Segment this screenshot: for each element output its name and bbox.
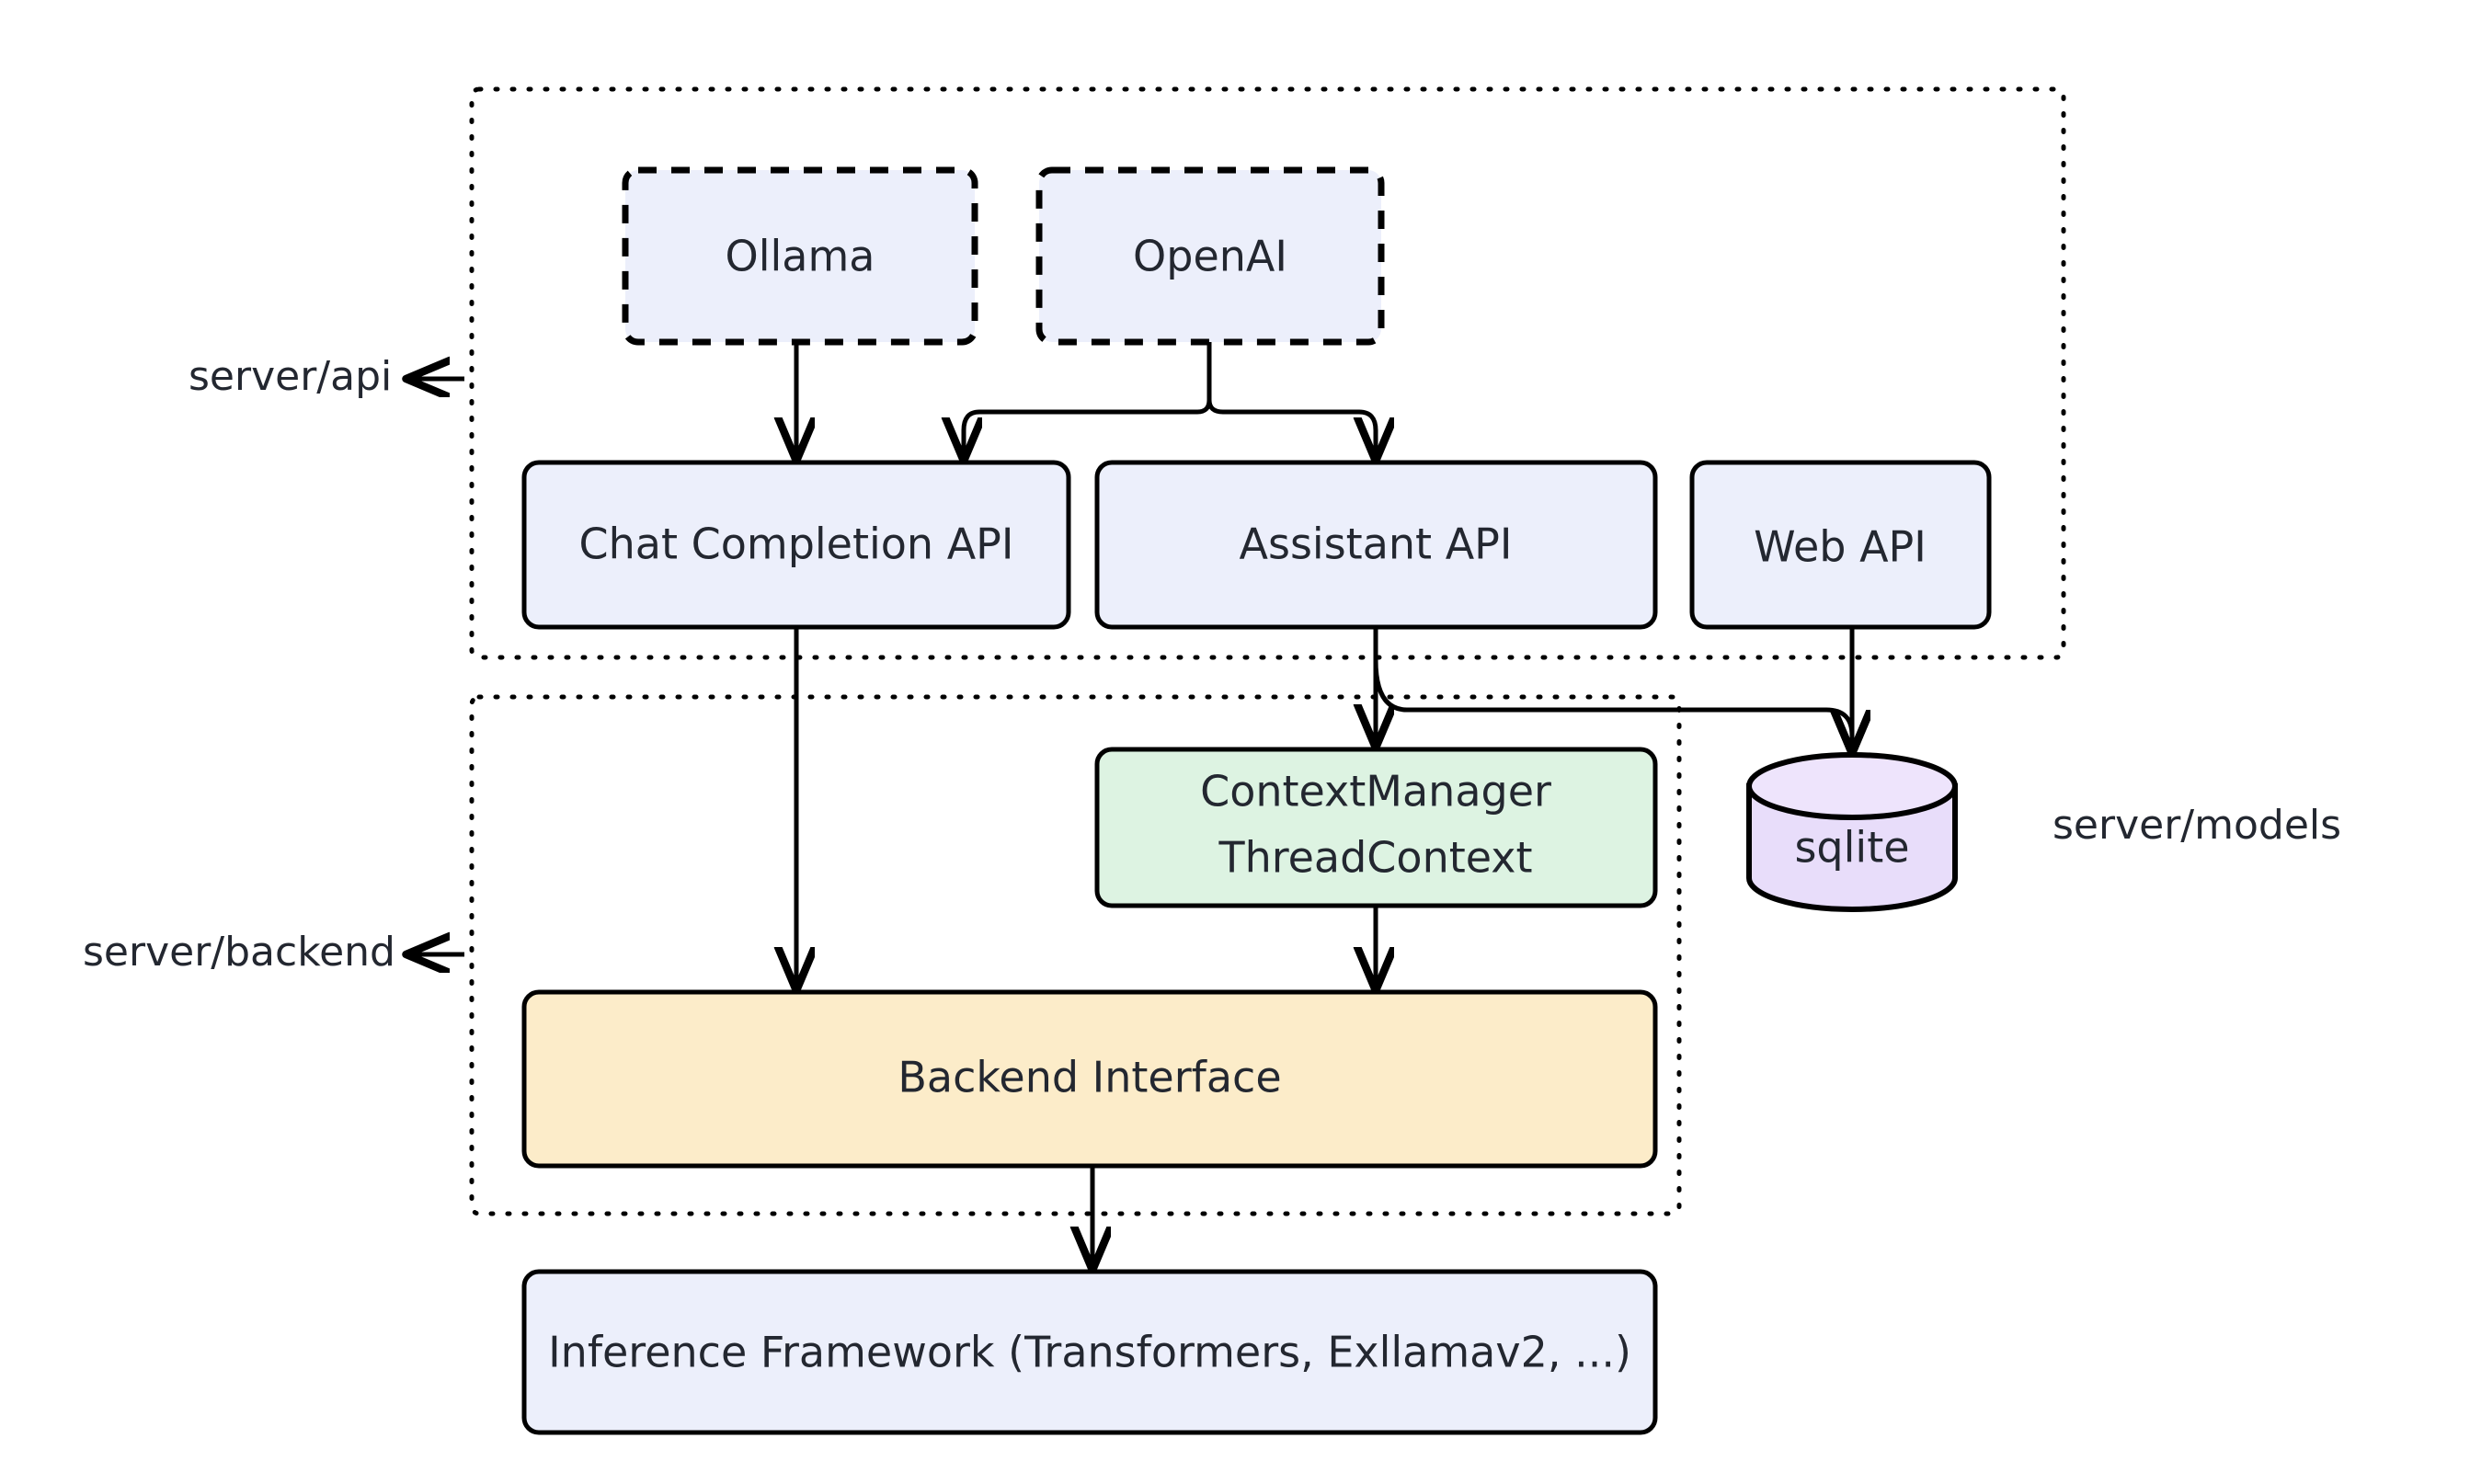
- side-label-server-models: server/models: [2053, 802, 2341, 849]
- group-label-server-backend: server/backend: [83, 929, 395, 976]
- node-backend-interface-rect[interactable]: [521, 989, 1658, 1169]
- edge-openai-to-chat-api: [964, 399, 1212, 460]
- node-ollama[interactable]: Ollama: [622, 166, 978, 346]
- group-box-server-backend: [469, 694, 1682, 1216]
- node-context-manager-rect[interactable]: [1094, 747, 1658, 908]
- node-backend-interface-label: Backend Interface: [898, 1053, 1281, 1102]
- node-chat-completion-api-label: Chat Completion API: [579, 519, 1014, 569]
- node-backend-interface[interactable]: Backend Interface: [521, 989, 1658, 1169]
- node-openai[interactable]: OpenAI: [1035, 166, 1385, 346]
- node-context-manager-label-line1: ContextManager: [1200, 767, 1551, 816]
- node-ollama-label: Ollama: [726, 232, 875, 281]
- node-inference-framework[interactable]: Inference Framework (Transformers, Exlla…: [521, 1269, 1658, 1435]
- node-web-api-rect[interactable]: [1689, 460, 1992, 630]
- node-assistant-api-label: Assistant API: [1240, 519, 1513, 569]
- node-chat-completion-api-rect[interactable]: [521, 460, 1071, 630]
- node-inference-framework-label: Inference Framework (Transformers, Exlla…: [548, 1328, 1631, 1377]
- node-web-api-label: Web API: [1754, 522, 1927, 572]
- node-context-manager[interactable]: ContextManager ThreadContext: [1094, 747, 1658, 908]
- node-openai-rect[interactable]: [1035, 166, 1385, 346]
- edge-assistant-api-to-sqlite: [1373, 659, 1852, 752]
- node-inference-framework-rect[interactable]: [521, 1269, 1658, 1435]
- node-sqlite-top: [1746, 752, 1958, 820]
- node-sqlite-body[interactable]: [1746, 783, 1958, 912]
- node-web-api[interactable]: Web API: [1689, 460, 1992, 630]
- group-label-server-api: server/api: [189, 353, 392, 400]
- node-sqlite[interactable]: sqlite: [1746, 752, 1958, 912]
- node-openai-label: OpenAI: [1133, 232, 1287, 281]
- node-sqlite-label: sqlite: [1794, 823, 1909, 873]
- node-context-manager-label-line2: ThreadContext: [1218, 833, 1532, 883]
- node-assistant-api[interactable]: Assistant API: [1094, 460, 1658, 630]
- node-chat-completion-api[interactable]: Chat Completion API: [521, 460, 1071, 630]
- node-assistant-api-rect[interactable]: [1094, 460, 1658, 630]
- edge-openai-to-assistant-api: [1206, 399, 1376, 460]
- node-ollama-rect[interactable]: [622, 166, 978, 346]
